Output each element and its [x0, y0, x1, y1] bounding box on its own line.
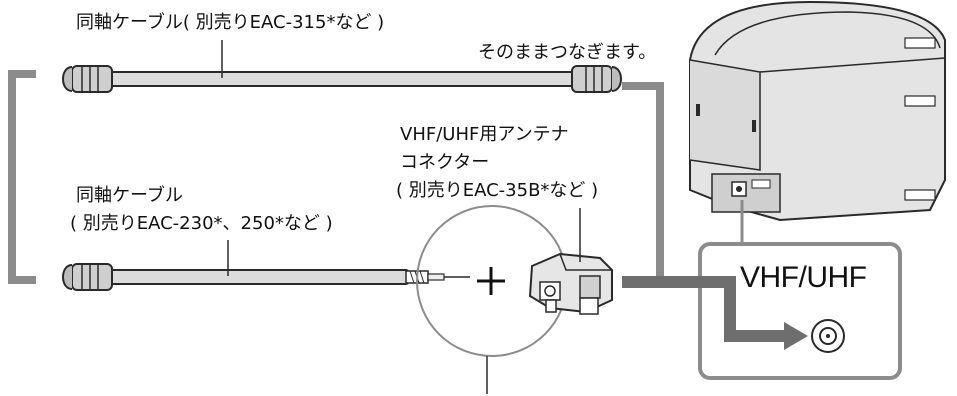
plus-icon: [477, 267, 505, 295]
port-label: VHF/UHF: [740, 261, 867, 294]
right-bracket: [622, 82, 664, 286]
connector-label-line3: ( 別売りEAC-35B*など ): [396, 180, 599, 201]
connect-as-is-label: そのままつなぎます。: [478, 42, 657, 63]
coax-socket-icon: [811, 319, 845, 353]
connector-label-line1: VHF/UHF用アンテナ: [400, 124, 569, 145]
top-coax-cable: [62, 65, 622, 93]
left-bracket: [8, 70, 36, 284]
top-cable-label: 同軸ケーブル( 別売りEAC-315*など ): [76, 12, 385, 33]
arrow-head: [784, 322, 808, 350]
bottom-cable-label-line2: ( 別売りEAC-230*、250*など ): [70, 213, 333, 234]
connection-arrow: [622, 276, 786, 342]
bottom-cable-label-line1: 同軸ケーブル: [76, 185, 183, 206]
connector-label-line2: コネクター: [400, 152, 490, 173]
bottom-coax-cable: [62, 263, 470, 291]
tv-rear-illustration: [689, 0, 946, 222]
antenna-connector-icon: [528, 252, 613, 315]
port-detail-box: [698, 242, 902, 380]
